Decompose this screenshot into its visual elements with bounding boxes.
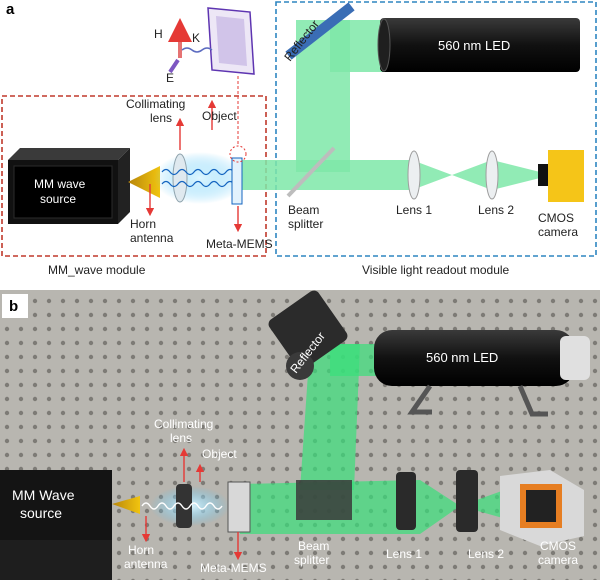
photo-cmos-label-2: camera <box>538 553 578 567</box>
panel-b: b Reflector 560 nm LED Beam splitter Len… <box>0 290 600 580</box>
k-label: K <box>192 31 200 45</box>
module-right-label: Visible light readout module <box>362 263 510 277</box>
mmwave-source-label-1: MM wave <box>34 177 86 191</box>
object-mask <box>207 7 255 146</box>
lens-1-label: Lens 1 <box>396 203 432 217</box>
photo-horn-label-2: antenna <box>124 557 168 571</box>
photo-lens-2 <box>456 470 478 532</box>
photo-mmwave-source <box>0 470 112 580</box>
panel-a-letter: a <box>6 1 15 18</box>
collimating-lens <box>172 153 188 203</box>
readout-module-box <box>275 1 597 257</box>
beam-final <box>492 160 540 190</box>
photo-cmos-label-1: CMOS <box>540 539 576 553</box>
led-label: 560 nm LED <box>438 38 510 53</box>
mm-wave-signal <box>161 168 235 188</box>
beam-splitter <box>286 146 336 198</box>
photo-mmwave-label-2: source <box>20 505 62 521</box>
photo-reflector <box>268 290 348 380</box>
photo-horn <box>112 496 140 514</box>
photo-collimating-lens <box>176 484 192 528</box>
photo-mm-wave <box>141 502 223 510</box>
reflector <box>285 2 355 60</box>
beam-focus <box>412 160 492 190</box>
photo-led-label: 560 nm LED <box>426 350 498 365</box>
module-left-label: MM_wave module <box>48 263 146 277</box>
photo-beam-label-2: splitter <box>294 553 329 567</box>
cmos-label-2: camera <box>538 225 578 239</box>
led-cylinder <box>377 18 580 72</box>
photo-lens-2-label: Lens 2 <box>468 547 504 561</box>
mmwave-source-box <box>8 148 130 224</box>
horn-label-2: antenna <box>130 231 174 245</box>
photo-beam-vertical <box>300 344 360 490</box>
horn-label-1: Horn <box>130 217 156 231</box>
e-label: E <box>166 71 174 85</box>
beam-splitter-label-1: Beam <box>288 203 319 217</box>
photo-meta-mems-label: Meta-MEMS <box>200 561 267 575</box>
photo-collimating-label-1: Collimating <box>154 417 213 431</box>
mmwave-source-label-2: source <box>40 192 76 206</box>
beam-horizontal <box>236 160 412 190</box>
polarization-axes <box>168 18 213 74</box>
collimating-label-1: Collimating <box>126 97 185 111</box>
object-label: Object <box>202 109 237 123</box>
photo-cmos <box>500 470 584 546</box>
lens-1 <box>407 150 421 200</box>
photo-horn-label-1: Horn <box>128 543 154 557</box>
h-label: H <box>154 27 163 41</box>
photo-beam-label-1: Beam <box>298 539 329 553</box>
photo-collimating-label-2: lens <box>170 431 192 445</box>
photo-lens-1-label: Lens 1 <box>386 547 422 561</box>
cmos-camera <box>538 150 584 202</box>
photo-mmwave-label-1: MM Wave <box>12 487 75 503</box>
horn-antenna <box>128 166 160 198</box>
lens-2 <box>485 150 499 200</box>
meta-mems-device <box>231 157 243 205</box>
beam-splitter-label-2: splitter <box>288 217 323 231</box>
panel-b-letter: b <box>9 298 18 315</box>
panel-a: a MM_wave module Visible light readout m… <box>1 1 597 277</box>
cmos-label-1: CMOS <box>538 211 574 225</box>
photo-lens-1 <box>396 472 416 530</box>
meta-mems-label: Meta-MEMS <box>206 237 273 251</box>
lens-2-label: Lens 2 <box>478 203 514 217</box>
photo-beam-splitter <box>296 480 352 520</box>
photo-object-label: Object <box>202 447 237 461</box>
photo-meta-mems <box>227 481 251 533</box>
collimating-label-2: lens <box>150 111 172 125</box>
photo-led <box>374 330 590 417</box>
